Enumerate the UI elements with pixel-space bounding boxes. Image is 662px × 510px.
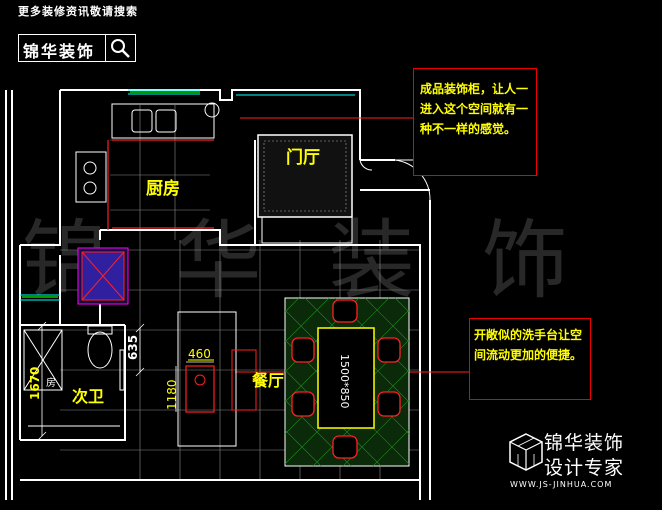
walls	[5, 89, 431, 500]
bathroom-fixtures	[23, 325, 125, 427]
washbasin	[177, 311, 257, 447]
room-label-partial: 房	[46, 376, 56, 389]
header-text: 更多装修资讯敬请搜索	[18, 5, 138, 18]
room-label-second-bath: 次卫	[72, 387, 104, 406]
kitchen-red-lines	[107, 139, 214, 230]
brand-line2: 设计专家	[544, 457, 625, 479]
note-cabinet: 成品装饰柜，让人一进入这个空间就有一种不一样的感觉。	[413, 68, 537, 176]
dim-635: 635	[126, 335, 140, 360]
logo-text: 锦华装饰	[23, 42, 96, 61]
brand-url: WWW.JS-JINHUA.COM	[510, 480, 613, 489]
room-label-kitchen: 厨房	[146, 178, 180, 199]
search-icon[interactable]	[105, 35, 135, 61]
note-washbasin: 开敞似的洗手台让空间流动更加的便捷。	[469, 318, 591, 400]
dim-1180: 1180	[165, 379, 179, 410]
partition-cabinet	[77, 247, 129, 305]
dim-1670: 1670	[28, 367, 42, 400]
dining-area	[284, 297, 410, 467]
windows	[20, 89, 355, 301]
foyer-cabinet	[257, 134, 353, 244]
green-window	[22, 91, 200, 298]
table-size-label: 1500*850	[338, 354, 351, 409]
kitchen-fixtures	[75, 102, 220, 203]
logo-badge[interactable]: 锦华装饰	[18, 34, 136, 62]
room-label-dining: 餐厅	[251, 371, 284, 390]
cube-logo-icon	[509, 433, 543, 471]
dim-460: 460	[188, 347, 211, 361]
room-label-foyer: 门厅	[286, 147, 320, 168]
brand-line1: 锦华装饰	[544, 432, 625, 454]
dimension-lines	[37, 321, 214, 441]
